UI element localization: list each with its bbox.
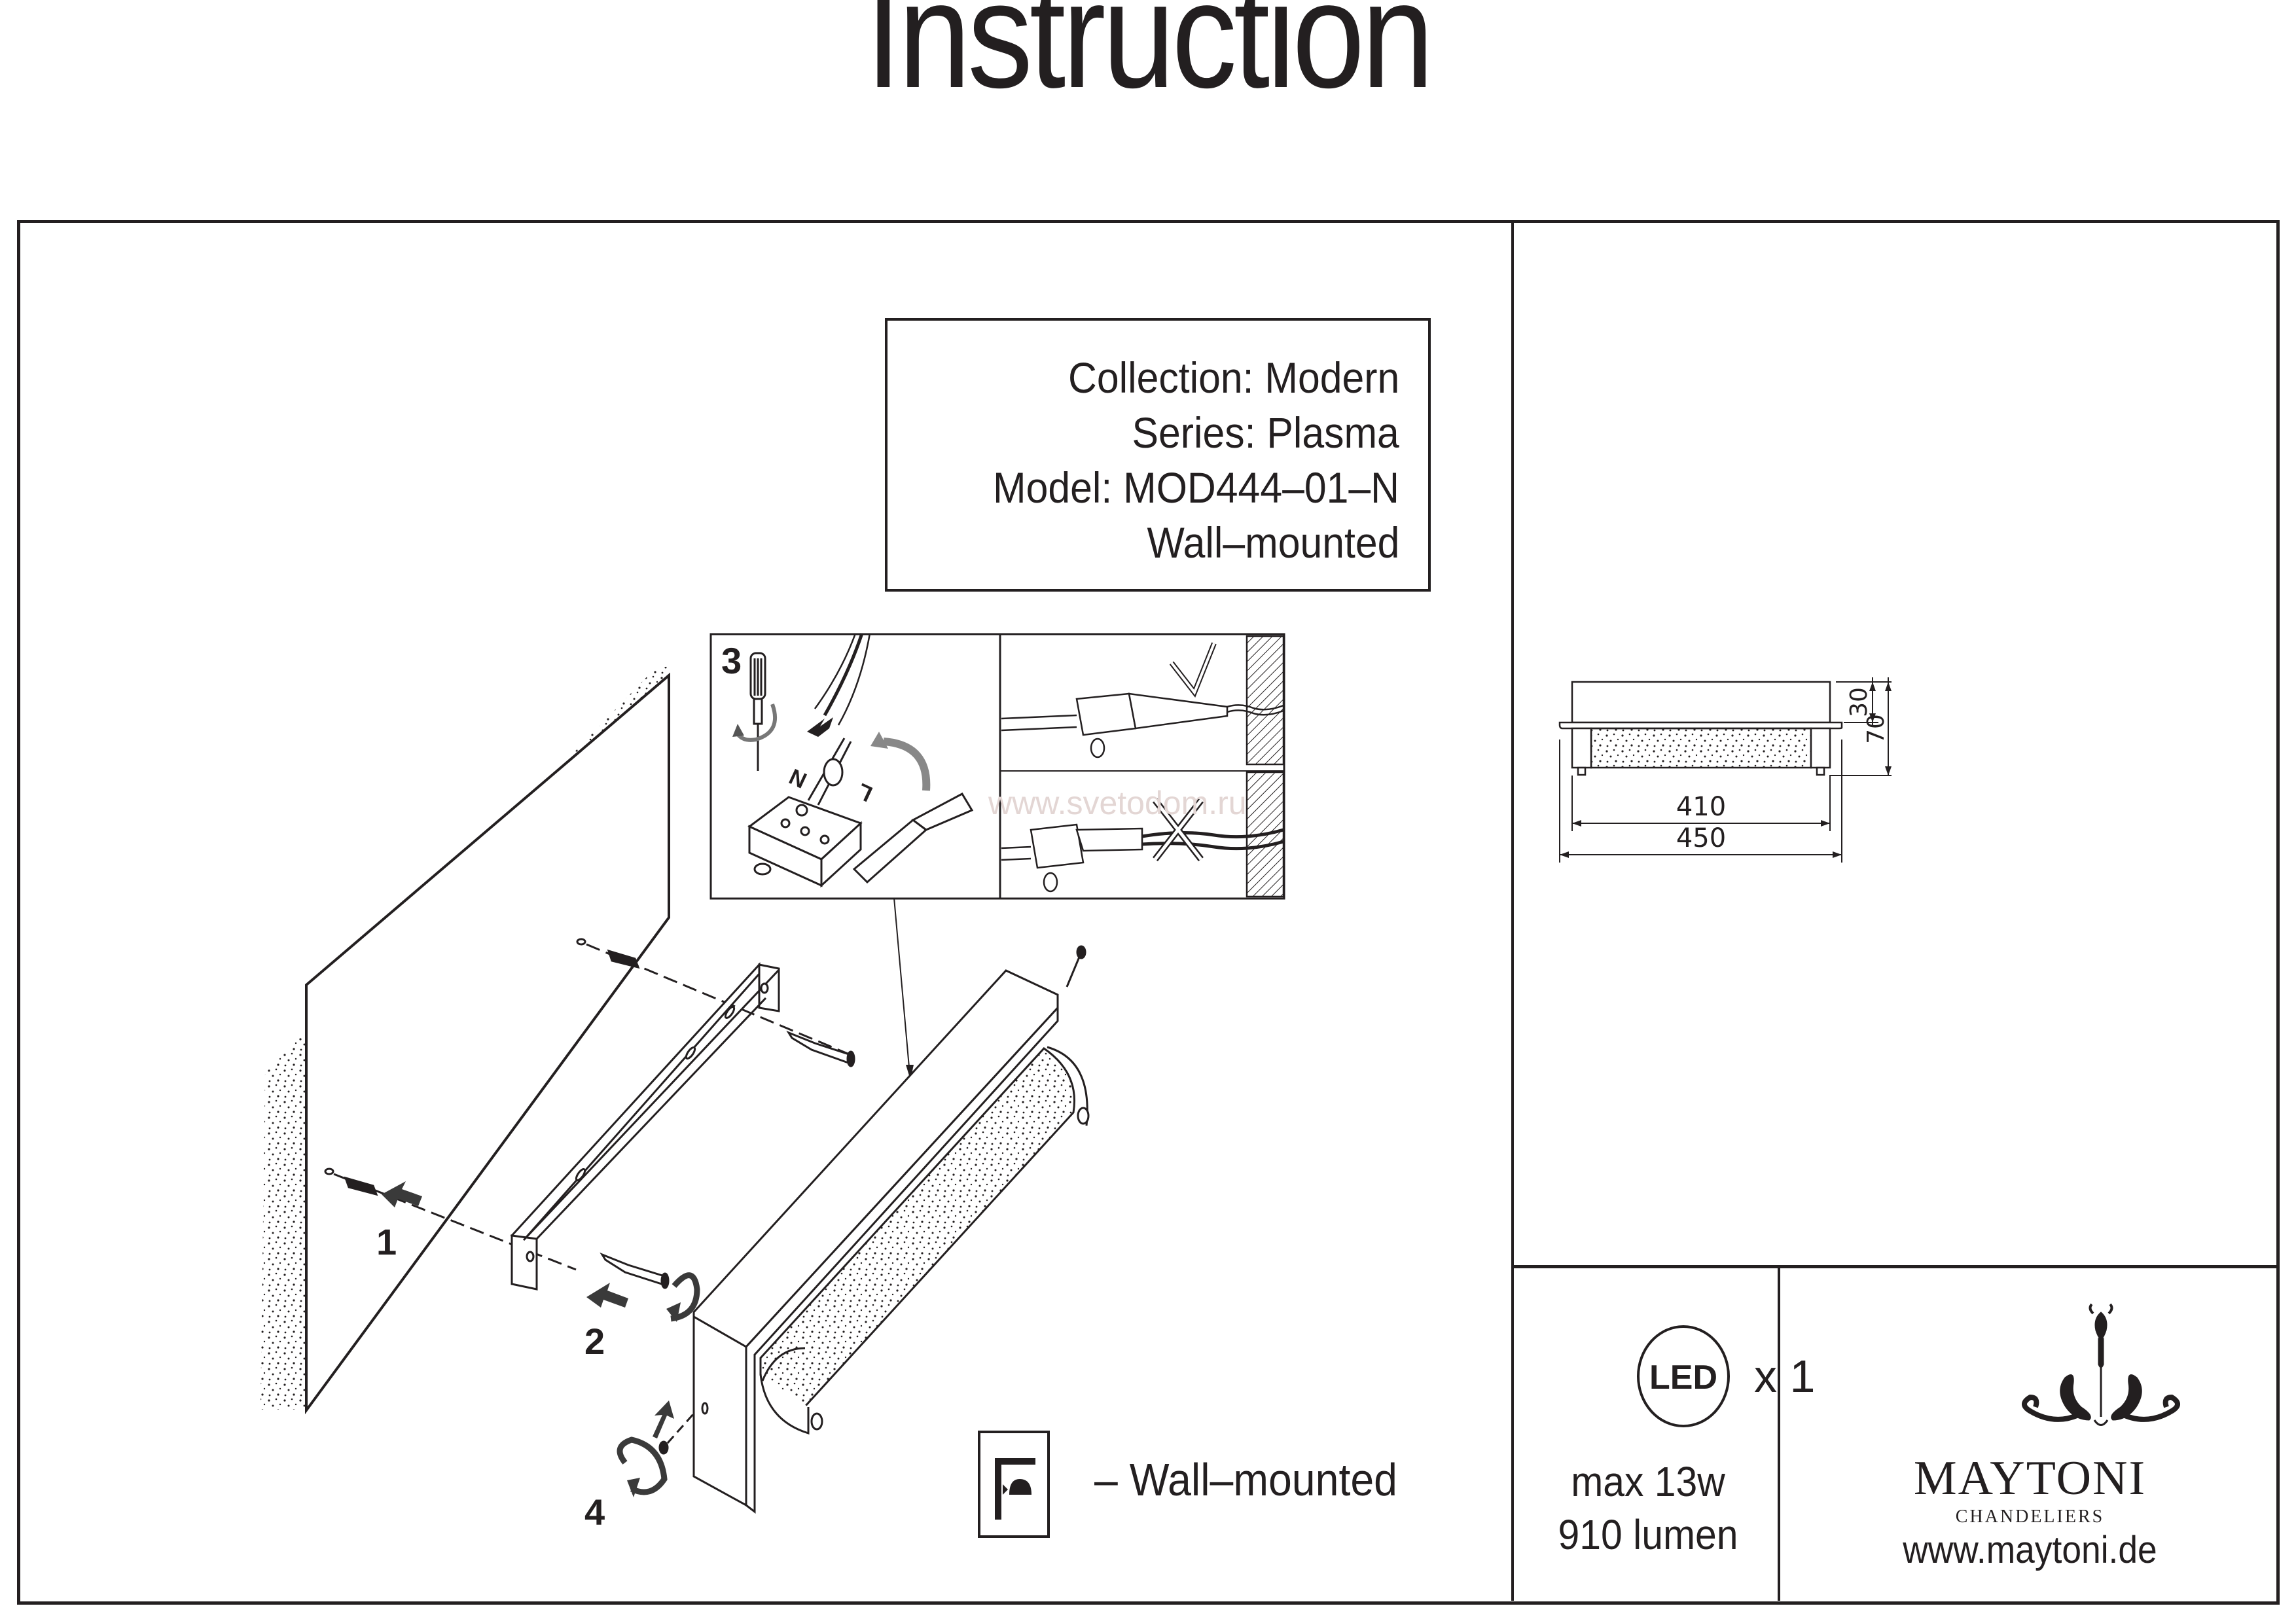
divider-horizontal-right — [1513, 1265, 2278, 1268]
incorrect-install-illustration — [1001, 771, 1285, 898]
light-fixture-icon — [692, 945, 1090, 1514]
step-number-4: 4 — [584, 1491, 605, 1533]
rotate-arrow-icon — [670, 1272, 700, 1322]
terminal-cover-icon — [852, 793, 974, 884]
brand-name: MAYTONI — [1913, 1452, 2147, 1505]
mounting-type-label: Wall–mounted — [1147, 518, 1399, 567]
wall-mount-legend-label: – Wall–mounted — [1094, 1454, 1397, 1505]
screw-icon — [600, 1030, 855, 1289]
screwdriver-icon — [732, 652, 777, 771]
step-number-3: 3 — [721, 640, 742, 681]
correct-install-illustration — [1001, 635, 1285, 766]
dimension-450-label: 450 — [1676, 823, 1726, 853]
divider-vertical-bottom — [1778, 1266, 1780, 1601]
divider-vertical-main — [1511, 220, 1514, 1601]
wall-mount-icon — [995, 1458, 1035, 1520]
collection-label: Collection: Modern — [1067, 353, 1399, 402]
push-arrow-icon — [586, 1283, 628, 1308]
mounting-bracket-icon — [510, 962, 780, 1291]
rotate-arrow-icon — [617, 1436, 668, 1495]
maytoni-logo-icon — [2022, 1303, 2180, 1426]
product-info-box: Collection: Modern Series: Plasma Model:… — [885, 318, 1431, 592]
rotate-cover-arrow-icon — [883, 738, 931, 791]
wall-mount-legend-box — [978, 1431, 1050, 1538]
fixing-screw-icon — [658, 1413, 695, 1455]
wiring-detail-panel: N L — [709, 633, 1285, 900]
watermark: www.svetodom.ru — [988, 785, 1247, 821]
led-icon: LED — [1637, 1325, 1730, 1427]
page-frame — [17, 220, 2280, 1605]
document-title: Instruction — [865, 0, 1434, 120]
insert-arrow-icon — [807, 717, 833, 737]
dimension-30-label: 30 — [1846, 687, 1873, 717]
dimension-70-label: 70 — [1863, 714, 1890, 744]
brand-website-link[interactable]: www.maytoni.de — [1903, 1529, 2157, 1571]
led-icon-label: LED — [1649, 1359, 1717, 1397]
dimension-410-label: 410 — [1676, 792, 1726, 822]
step-number-1: 1 — [376, 1221, 397, 1262]
leader-line — [893, 897, 914, 1080]
cross-icon — [1153, 798, 1204, 862]
brand-subtitle: CHANDELIERS — [1955, 1507, 2105, 1527]
dimension-drawing: 410 450 30 70 — [1558, 677, 1892, 863]
step-number-2: 2 — [584, 1321, 605, 1362]
push-arrow-icon — [382, 1181, 422, 1207]
series-label: Series: Plasma — [1132, 408, 1399, 457]
luminous-flux-label: 910 lumen — [1558, 1511, 1738, 1558]
push-arrow-icon — [653, 1400, 674, 1438]
model-label: Model: MOD444–01–N — [992, 463, 1399, 512]
led-quantity: x 1 — [1754, 1351, 1816, 1402]
max-power-label: max 13w — [1571, 1458, 1725, 1505]
terminal-block-icon — [747, 738, 863, 888]
mains-wires — [814, 633, 871, 726]
wall-icon — [260, 666, 670, 1415]
